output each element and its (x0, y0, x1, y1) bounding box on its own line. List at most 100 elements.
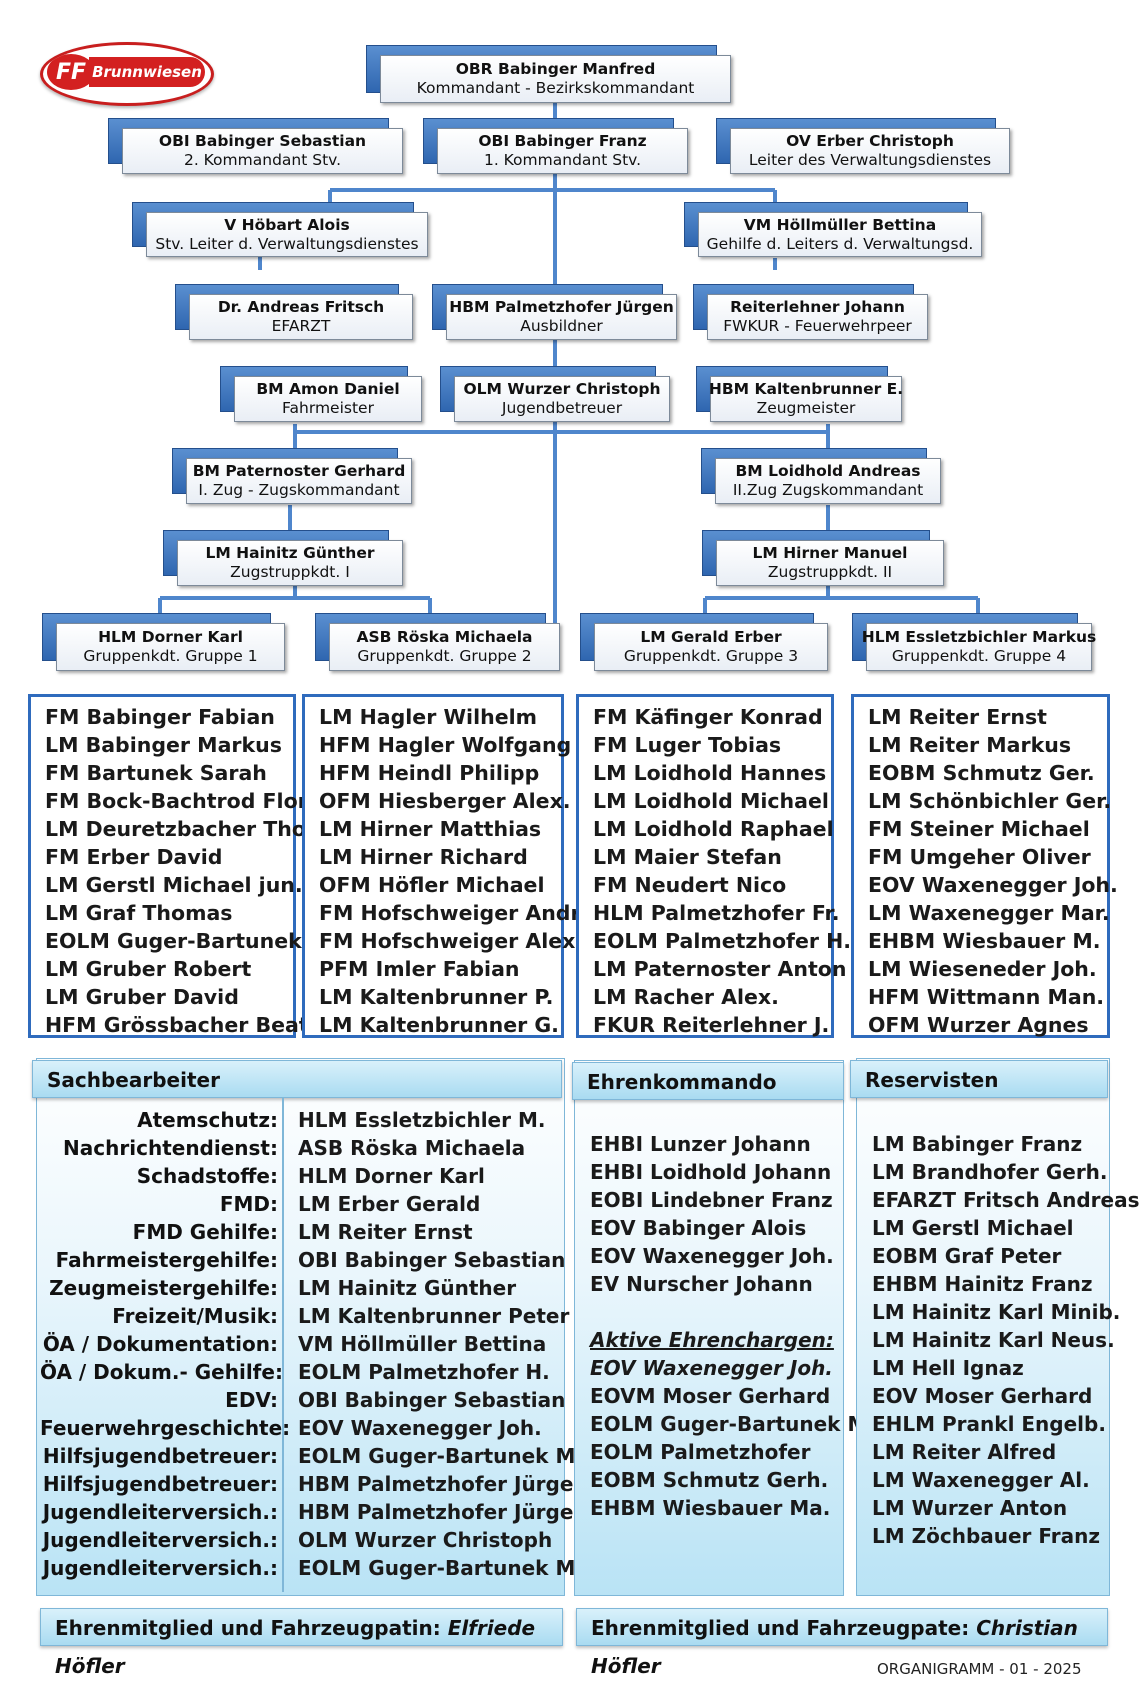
list-item: PFM Imler Fabian (319, 957, 520, 981)
list-item: LM Hagler Wilhelm (319, 705, 537, 729)
document-stamp: ORGANIGRAMM - 01 - 2025 (877, 1660, 1082, 1678)
list-item: LM Hainitz Karl Neus. (872, 1328, 1115, 1352)
list-item: FM Erber David (45, 845, 223, 869)
sachbearbeiter-roles: Atemschutz: Nachrichtendienst: Schadstof… (40, 1106, 290, 1582)
zug2-role: II.Zug Zugskommandant (732, 481, 924, 499)
brand-logo: FF Brunnwiesen (40, 42, 214, 106)
deputy2-role: 2. Kommandant Stv. (183, 151, 342, 169)
peer-role: FWKUR - Feuerwehrpeer (723, 317, 912, 335)
role-label: Jugendleiterversich.: (42, 1500, 278, 1524)
list-item: EOLM Guger-Bartunek M. (298, 1556, 583, 1580)
list-item: FM Steiner Michael (868, 817, 1090, 841)
footer-left: Ehrenmitglied und Fahrzeugpatin: Elfried… (40, 1608, 563, 1678)
role-label: ÖA / Dokum.- Gehilfe: (40, 1360, 283, 1384)
list-item: FM Babinger Fabian (45, 705, 275, 729)
list-item: EOV Waxenegger Joh. (298, 1416, 542, 1440)
box-deputy1: OBI Babinger Franz 1. Kommandant Stv. (423, 118, 688, 174)
list-item: OLM Wurzer Christoph (298, 1528, 553, 1552)
list-item: LM Reiter Markus (868, 733, 1072, 757)
list-item: FM Luger Tobias (593, 733, 782, 757)
list-item: HFM Grössbacher Beate (45, 1013, 323, 1037)
box-admin-helper: VM Höllmüller Bettina Gehilfe d. Leiters… (684, 202, 982, 257)
deputy2-name: OBI Babinger Sebastian (158, 132, 367, 151)
list-item: LM Kaltenbrunner G. (319, 1013, 559, 1037)
list-item: LM Graf Thomas (45, 901, 233, 925)
role-label: Jugendleiterversich.: (42, 1528, 278, 1552)
box-zug2: BM Loidhold Andreas II.Zug Zugskommandan… (701, 448, 941, 504)
list-item: LM Gerstl Michael (872, 1216, 1074, 1240)
footer-left-label: Ehrenmitglied und Fahrzeugpatin: (55, 1616, 441, 1640)
box-trainer: HBM Palmetzhofer Jürgen Ausbildner (432, 284, 677, 340)
zug2-name: BM Loidhold Andreas (735, 462, 921, 481)
list-item: EOBM Schmutz Gerh. (590, 1468, 829, 1492)
list-item: HFM Heindl Philipp (319, 761, 540, 785)
deputy1-name: OBI Babinger Franz (478, 132, 647, 151)
role-label: Hilfsjugendbetreuer: (42, 1444, 278, 1468)
admin-name: OV Erber Christoph (786, 132, 954, 151)
list-item: LM Waxenegger Mar. (868, 901, 1110, 925)
role-label: Zeugmeistergehilfe: (49, 1276, 278, 1300)
admin-role: Leiter des Verwaltungsdienstes (748, 151, 992, 169)
list-item: LM Gerstl Michael jun. (45, 873, 303, 897)
role-label: ÖA / Dokumentation: (42, 1332, 278, 1356)
driver-name: BM Amon Daniel (256, 380, 400, 399)
list-item: HLM Essletzbichler M. (298, 1108, 546, 1132)
list-item: FM Neudert Nico (593, 873, 787, 897)
list-item: FM Hofschweiger Alex. (319, 929, 584, 953)
sachbearbeiter-divider (282, 1098, 284, 1592)
list-item: EFARZT Fritsch Andreas (872, 1188, 1140, 1212)
list-item: LM Waxenegger Al. (872, 1468, 1090, 1492)
list-item: FM Hofschweiger Andr. (319, 901, 586, 925)
list-item: LM Brandhofer Gerh. (872, 1160, 1108, 1184)
list-item: EOVM Moser Gerhard (590, 1384, 831, 1408)
active-heading: Aktive Ehrenchargen: (590, 1328, 834, 1352)
box-trupp1: LM Hainitz Günther Zugstruppkdt. I (163, 530, 403, 586)
list-item: EOLM Guger-Bartunek M. (45, 929, 338, 953)
list-item: LM Paternoster Anton (593, 957, 847, 981)
sachbearbeiter-title: Sachbearbeiter (32, 1060, 562, 1098)
list-item: EOLM Guger-Bartunek M. (298, 1444, 583, 1468)
zug1-name: BM Paternoster Gerhard (192, 462, 406, 481)
list-item: LM Kaltenbrunner P. (319, 985, 554, 1009)
box-group3-leader: LM Gerald Erber Gruppenkdt. Gruppe 3 (580, 613, 828, 671)
box-group1-leader: HLM Dorner Karl Gruppenkdt. Gruppe 1 (42, 613, 285, 671)
role-label: FMD Gehilfe: (132, 1220, 278, 1244)
list-item: LM Deuretzbacher Tho. (45, 817, 314, 841)
ehrenkommando-list: EHBI Lunzer Johann EHBI Loidhold Johann … (590, 1130, 875, 1522)
list-item: LM Erber Gerald (298, 1192, 481, 1216)
admin-helper-name: VM Höllmüller Bettina (743, 215, 937, 234)
role-label: Nachrichtendienst: (63, 1136, 278, 1160)
list-item: EOLM Palmetzhofer H. (298, 1360, 550, 1384)
group1-leader-role: Gruppenkdt. Gruppe 1 (83, 647, 258, 665)
list-item: EOV Waxenegger Joh. (590, 1244, 834, 1268)
role-label: Jugendleiterversich.: (42, 1556, 278, 1580)
list-item: LM Wurzer Anton (872, 1496, 1068, 1520)
group2-leader-role: Gruppenkdt. Gruppe 2 (357, 647, 532, 665)
role-label: Fahrmeistergehilfe: (55, 1248, 278, 1272)
admin-deputy-name: V Höbart Alois (224, 215, 350, 234)
doctor-name: Dr. Andreas Fritsch (217, 298, 385, 317)
list-item: OBI Babinger Sebastian (298, 1388, 566, 1412)
list-item: FM Bartunek Sarah (45, 761, 267, 785)
box-youth: OLM Wurzer Christoph Jugendbetreuer (440, 366, 670, 422)
box-deputy2: OBI Babinger Sebastian 2. Kommandant Stv… (108, 118, 403, 174)
equipment-name: HBM Kaltenbrunner E. (708, 380, 904, 399)
list-item: LM Racher Alex. (593, 985, 779, 1009)
ehrenkommando-panel (574, 1060, 844, 1596)
zug1-role: I. Zug - Zugskommandant (198, 481, 400, 499)
logo-abbr: FF (47, 54, 95, 90)
list-item: HFM Wittmann Man. (868, 985, 1105, 1009)
reservisten-list: LM Babinger Franz LM Brandhofer Gerh. EF… (872, 1130, 1140, 1550)
footer-right-label: Ehrenmitglied und Fahrzeugpate: (591, 1616, 970, 1640)
list-item: LM Hirner Matthias (319, 817, 542, 841)
sachbearbeiter-panel (36, 1058, 565, 1596)
deputy1-role: 1. Kommandant Stv. (483, 151, 642, 169)
group2-leader-name: ASB Röska Michaela (356, 628, 533, 647)
list-item: HBM Palmetzhofer Jürgen (298, 1472, 588, 1496)
list-item: EOBI Lindebner Franz (590, 1188, 833, 1212)
list-item: EHBI Loidhold Johann (590, 1160, 832, 1184)
list-item: OBI Babinger Sebastian (298, 1248, 566, 1272)
list-item: LM Babinger Markus (45, 733, 282, 757)
box-commander: OBR Babinger Manfred Kommandant - Bezirk… (366, 45, 731, 103)
admin-helper-role: Gehilfe d. Leiters d. Verwaltungsd. (706, 234, 974, 253)
